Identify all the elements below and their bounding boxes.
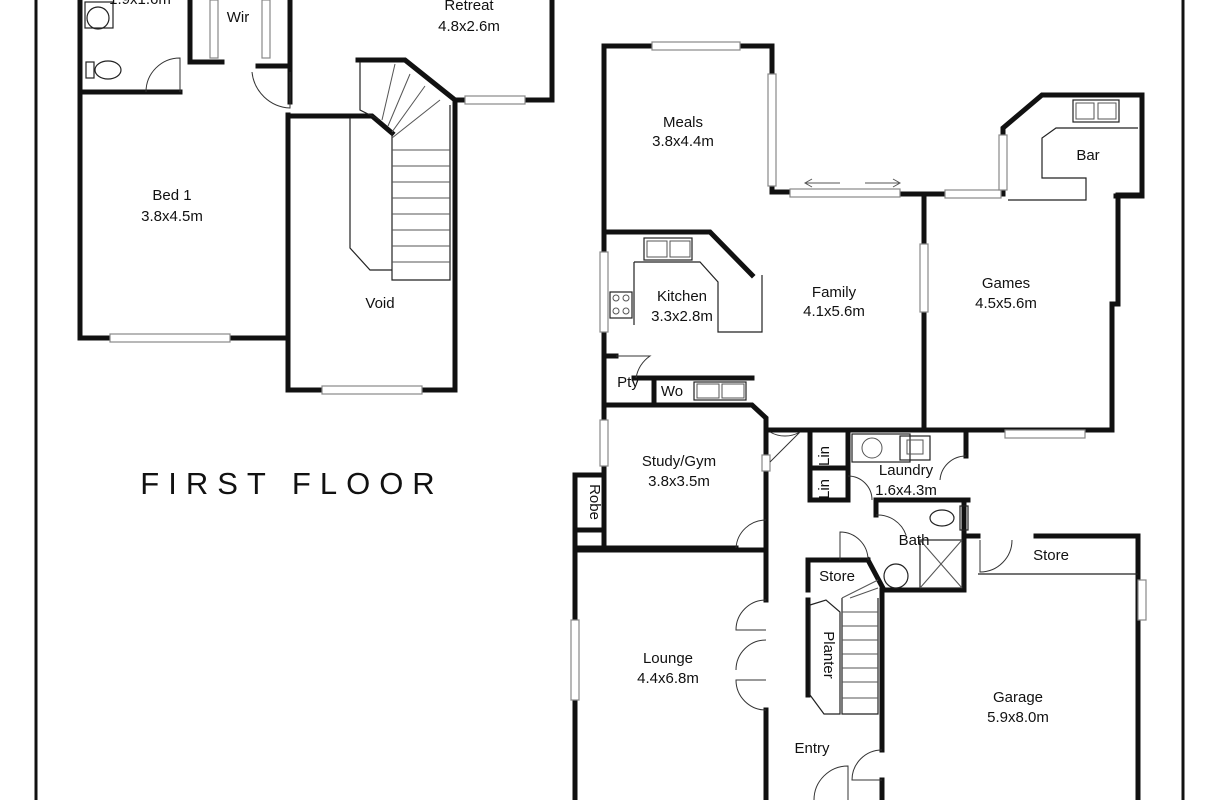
garage-dims-label: 5.9x8.0m (987, 709, 1049, 726)
bed1-name-label: Bed 1 (152, 187, 191, 204)
laundry-dims-label: 1.6x4.3m (875, 482, 937, 499)
floor-title: FIRST FLOOR (140, 466, 443, 501)
bar-label: Bar (1076, 147, 1099, 164)
pantry-label: Pty (617, 374, 639, 391)
wo-label: Wo (661, 383, 683, 400)
wir-label: Wir (227, 9, 250, 26)
study-dims-label: 3.8x3.5m (648, 473, 710, 490)
study-name-label: Study/Gym (642, 453, 716, 470)
retreat-dims-label: 4.8x2.6m (438, 18, 500, 35)
first-floor-windows (109, 0, 526, 395)
ground-floor-windows (570, 41, 1147, 701)
first-floor-fixtures (84, 1, 451, 281)
lounge-dims-label: 4.4x6.8m (637, 670, 699, 687)
laundry-name-label: Laundry (879, 462, 934, 479)
linen-1-label: Lin (816, 446, 833, 466)
games-dims-label: 4.5x5.6m (975, 295, 1037, 312)
kitchen-dims-label: 3.3x2.8m (651, 308, 713, 325)
family-name-label: Family (812, 284, 857, 301)
ensuite-dims-label: 1.9x1.6m (109, 0, 171, 8)
ground-floor-labels: Meals 3.8x4.4m Bar Kitchen 3.3x2.8m Fami… (586, 114, 1100, 757)
ground-floor-fixtures (609, 99, 1138, 800)
family-dims-label: 4.1x5.6m (803, 303, 865, 320)
page-frame (34, 0, 1185, 800)
planter-label: Planter (820, 631, 837, 679)
robe-label: Robe (586, 484, 603, 520)
first-floor-labels: 1.9x1.6m Wir Retreat 4.8x2.6m Bed 1 3.8x… (109, 0, 500, 501)
lounge-name-label: Lounge (643, 650, 693, 667)
store-garage-label: Store (1033, 547, 1069, 564)
games-name-label: Games (982, 275, 1030, 292)
bath-label: Bath (899, 532, 930, 549)
first-floor-walls (77, 0, 555, 393)
garage-name-label: Garage (993, 689, 1043, 706)
kitchen-name-label: Kitchen (657, 288, 707, 305)
meals-dims-label: 3.8x4.4m (652, 133, 714, 150)
void-label: Void (365, 295, 394, 312)
retreat-name-label: Retreat (444, 0, 494, 14)
store-hall-label: Store (819, 568, 855, 585)
meals-name-label: Meals (663, 114, 703, 131)
entry-label: Entry (794, 740, 830, 757)
linen-2-label: Lin (816, 479, 833, 499)
bed1-dims-label: 3.8x4.5m (141, 208, 203, 225)
